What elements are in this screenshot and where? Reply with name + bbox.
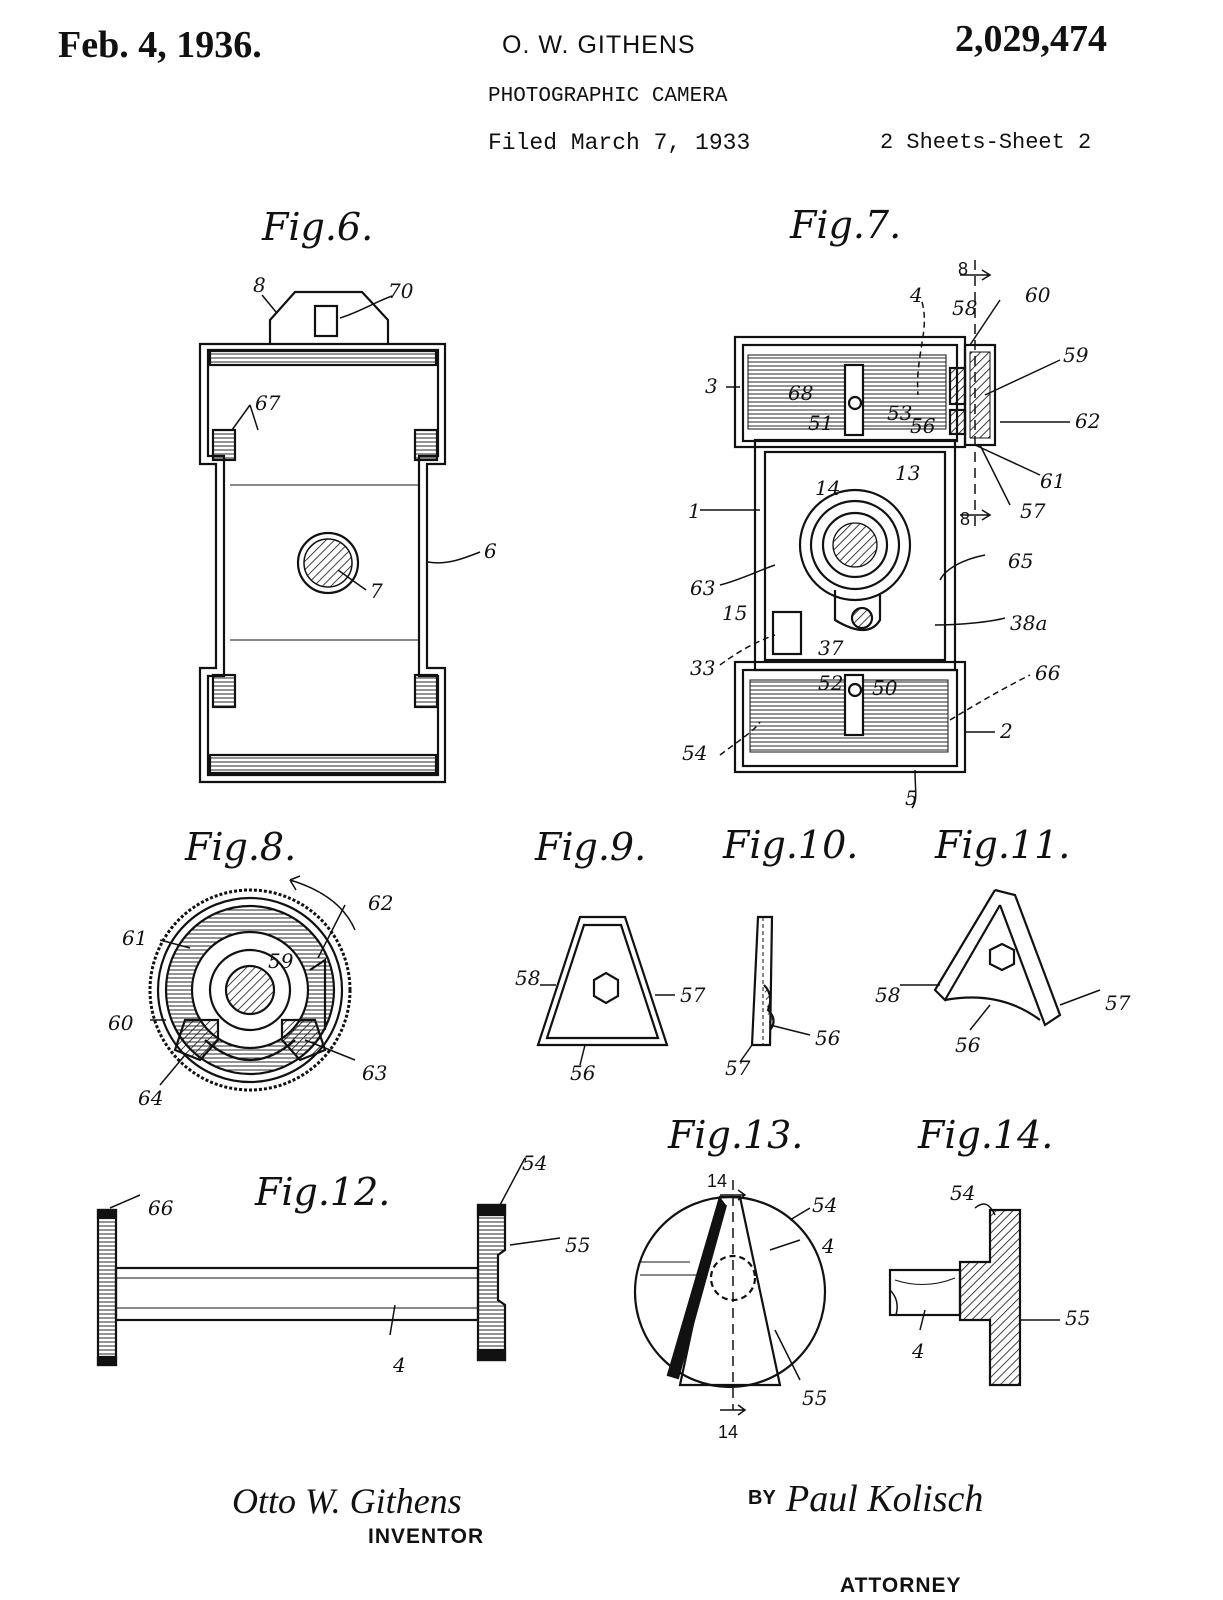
ref-numeral: 57 (725, 1056, 751, 1080)
section-mark: 14 (718, 1422, 738, 1442)
ref-numeral: 57 (1020, 499, 1046, 523)
ref-numeral: 56 (910, 414, 936, 438)
ref-numeral: 15 (722, 601, 747, 625)
attorney-signature: Paul Kolisch (786, 1480, 983, 1518)
ref-numeral: 59 (268, 949, 294, 973)
ref-numeral: 55 (565, 1233, 590, 1257)
ref-numeral: 53 (887, 401, 912, 425)
fig6-drawing (200, 292, 480, 782)
ref-numeral: 55 (1065, 1306, 1090, 1330)
attorney-label: ATTORNEY (840, 1575, 962, 1596)
by-label: BY (748, 1488, 776, 1508)
ref-numeral: 51 (808, 411, 833, 435)
ref-numeral: 5 (905, 786, 918, 810)
fig8-label: Fig.8. (184, 825, 296, 869)
ref-numeral: 54 (522, 1151, 547, 1175)
ref-numeral: 62 (1075, 409, 1100, 433)
ref-numeral: 54 (682, 741, 707, 765)
ref-numeral: 66 (148, 1196, 174, 1220)
ref-numeral: 65 (1008, 549, 1033, 573)
ref-numeral: 14 (815, 476, 840, 500)
ref-numeral: 59 (1063, 343, 1089, 367)
section-mark: 8 (958, 259, 968, 279)
ref-numeral: 37 (818, 636, 844, 660)
fig10-label: Fig.10. (722, 823, 858, 867)
ref-numeral: 8 (253, 273, 266, 297)
ref-numeral: 3 (705, 374, 718, 398)
ref-numeral: 7 (370, 579, 383, 603)
fig13-label: Fig.13. (667, 1113, 803, 1157)
fig12-label: Fig.12. (254, 1170, 390, 1214)
ref-numeral: 56 (815, 1026, 841, 1050)
ref-numeral: 4 (821, 1234, 835, 1258)
ref-numeral: 67 (255, 391, 281, 415)
fig14-label: Fig.14. (917, 1113, 1053, 1157)
section-mark: 8 (960, 509, 970, 529)
ref-numeral: 60 (108, 1011, 134, 1035)
ref-numeral: 62 (368, 891, 393, 915)
fig11-drawing (900, 890, 1100, 1030)
fig6-label: Fig.6. (261, 205, 373, 249)
fig8-drawing (150, 876, 355, 1090)
ref-numeral: 60 (1025, 283, 1051, 307)
ref-numeral: 64 (138, 1086, 163, 1110)
ref-numeral: 63 (690, 576, 715, 600)
ref-numeral: 4 (392, 1353, 406, 1377)
ref-numeral: 4 (911, 1339, 925, 1363)
ref-numeral: 4 (909, 283, 923, 307)
ref-numeral: 61 (122, 926, 147, 950)
inventor-label: INVENTOR (368, 1526, 484, 1547)
ref-numeral: 58 (875, 983, 900, 1007)
ref-numeral: 13 (895, 461, 920, 485)
fig9-drawing (538, 917, 675, 1065)
ref-numeral: 63 (362, 1061, 387, 1085)
ref-numeral: 6 (484, 539, 497, 563)
fig7-label: Fig.7. (789, 203, 901, 247)
ref-numeral: 61 (1040, 469, 1065, 493)
inventor-signature: Otto W. Githens (232, 1483, 462, 1519)
ref-numeral: 2 (999, 719, 1013, 743)
section-mark: 14 (707, 1171, 727, 1191)
ref-numeral: 52 (818, 671, 843, 695)
ref-numeral: 70 (388, 279, 414, 303)
ref-numeral: 50 (872, 676, 898, 700)
fig7-drawing (700, 260, 1070, 808)
ref-numeral: 38a (1010, 611, 1047, 635)
ref-numeral: 1 (688, 499, 701, 523)
fig10-drawing (740, 917, 810, 1062)
ref-numeral: 57 (680, 983, 706, 1007)
ref-numeral: 68 (788, 381, 813, 405)
ref-numeral: 57 (1105, 991, 1131, 1015)
ref-numeral: 33 (690, 656, 715, 680)
fig13-drawing (635, 1180, 825, 1415)
ref-numeral: 56 (955, 1033, 981, 1057)
fig11-label: Fig.11. (934, 823, 1070, 867)
ref-numeral: 54 (950, 1181, 975, 1205)
ref-numeral: 58 (952, 296, 977, 320)
ref-numeral: 56 (570, 1061, 596, 1085)
ref-numeral: 66 (1035, 661, 1061, 685)
fig9-label: Fig.9. (534, 825, 646, 869)
ref-numeral: 58 (515, 966, 540, 990)
ref-numeral: 55 (802, 1386, 827, 1410)
ref-numeral: 54 (812, 1193, 837, 1217)
